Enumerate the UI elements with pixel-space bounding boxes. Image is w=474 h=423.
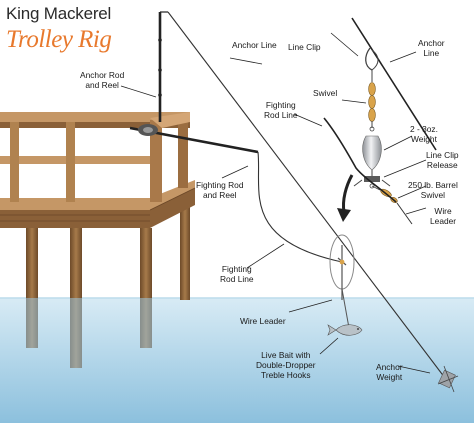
anchor-weight [437, 365, 459, 393]
label-fighting-rod-reel-2: and Reel [202, 190, 237, 200]
anchor-line [167, 11, 449, 383]
label-fighting-rod-line-top: Fighting Rod Line [264, 100, 298, 120]
label-anchor-line-center: Anchor Line [232, 40, 277, 50]
label-line-clip-release-2: Release [426, 160, 458, 170]
fighting-rod-line [257, 151, 343, 263]
label-fighting-rod-line-left-1: Fighting [221, 264, 252, 274]
label-wire-leader-right: Wire Leader [430, 206, 456, 226]
label-barrel-swivel: 250 lb. Barrel Swivel [408, 180, 458, 200]
label-anchor-line-right: Anchor Line [418, 38, 445, 58]
label-live-bait-2: Double-Dropper [256, 360, 316, 370]
pier-deck [0, 180, 196, 228]
label-anchor-weight-1: Anchor [376, 362, 403, 372]
label-live-bait-3: Treble Hooks [261, 370, 311, 380]
label-barrel-swivel-2: Swivel [420, 190, 445, 200]
label-swivel: Swivel [313, 88, 338, 98]
leader-lines [120, 32, 431, 374]
anchor-rod [158, 11, 168, 122]
label-anchor-rod-2: and Reel [85, 80, 119, 90]
label-fighting-rod-reel-1: Fighting Rod [196, 180, 244, 190]
label-barrel-swivel-1: 250 lb. Barrel [408, 180, 458, 190]
label-anchor-rod: Anchor Rod and Reel [80, 70, 124, 90]
label-weight-1: 2 - 3oz. [410, 124, 438, 134]
curved-arrow [342, 174, 354, 213]
detail-anchor-line [351, 17, 437, 151]
pier-pilings [26, 205, 190, 368]
pier-railing [0, 112, 190, 202]
detail-rig [323, 47, 413, 225]
label-anchor-line-right-2: Line [423, 48, 440, 58]
title-line-2: Trolley Rig [6, 26, 112, 53]
label-fighting-rod-line-left: Fighting Rod Line [220, 264, 254, 284]
label-line-clip-release-1: Line Clip [426, 150, 459, 160]
label-anchor-rod-1: Anchor Rod [80, 70, 125, 80]
label-fighting-rod-reel: Fighting Rod and Reel [196, 180, 244, 200]
fighting-rod [129, 124, 259, 154]
label-weight-2: Weight [411, 134, 437, 144]
label-anchor-weight-2: Weight [376, 372, 403, 382]
wire-leader-line [341, 288, 350, 329]
title-line-1: King Mackerel [6, 4, 112, 23]
label-line-clip: Line Clip [288, 42, 321, 52]
live-bait-fish [327, 324, 363, 336]
label-live-bait-1: Live Bait with [261, 350, 311, 360]
label-weight: 2 - 3oz. Weight [410, 124, 438, 144]
label-anchor-line-right-1: Anchor [418, 38, 445, 48]
label-anchor-weight: Anchor Weight [376, 362, 403, 382]
label-wire-leader-bottom: Wire Leader [240, 316, 286, 326]
label-wire-leader-right-1: Wire [434, 206, 452, 216]
label-line-clip-release: Line Clip Release [426, 150, 459, 170]
label-fighting-rod-line-left-2: Rod Line [220, 274, 254, 284]
label-fighting-rod-line-top-2: Rod Line [264, 110, 298, 120]
label-fighting-rod-line-top-1: Fighting [265, 100, 296, 110]
label-live-bait: Live Bait with Double-Dropper Treble Hoo… [256, 350, 316, 380]
label-wire-leader-right-2: Leader [430, 216, 457, 226]
